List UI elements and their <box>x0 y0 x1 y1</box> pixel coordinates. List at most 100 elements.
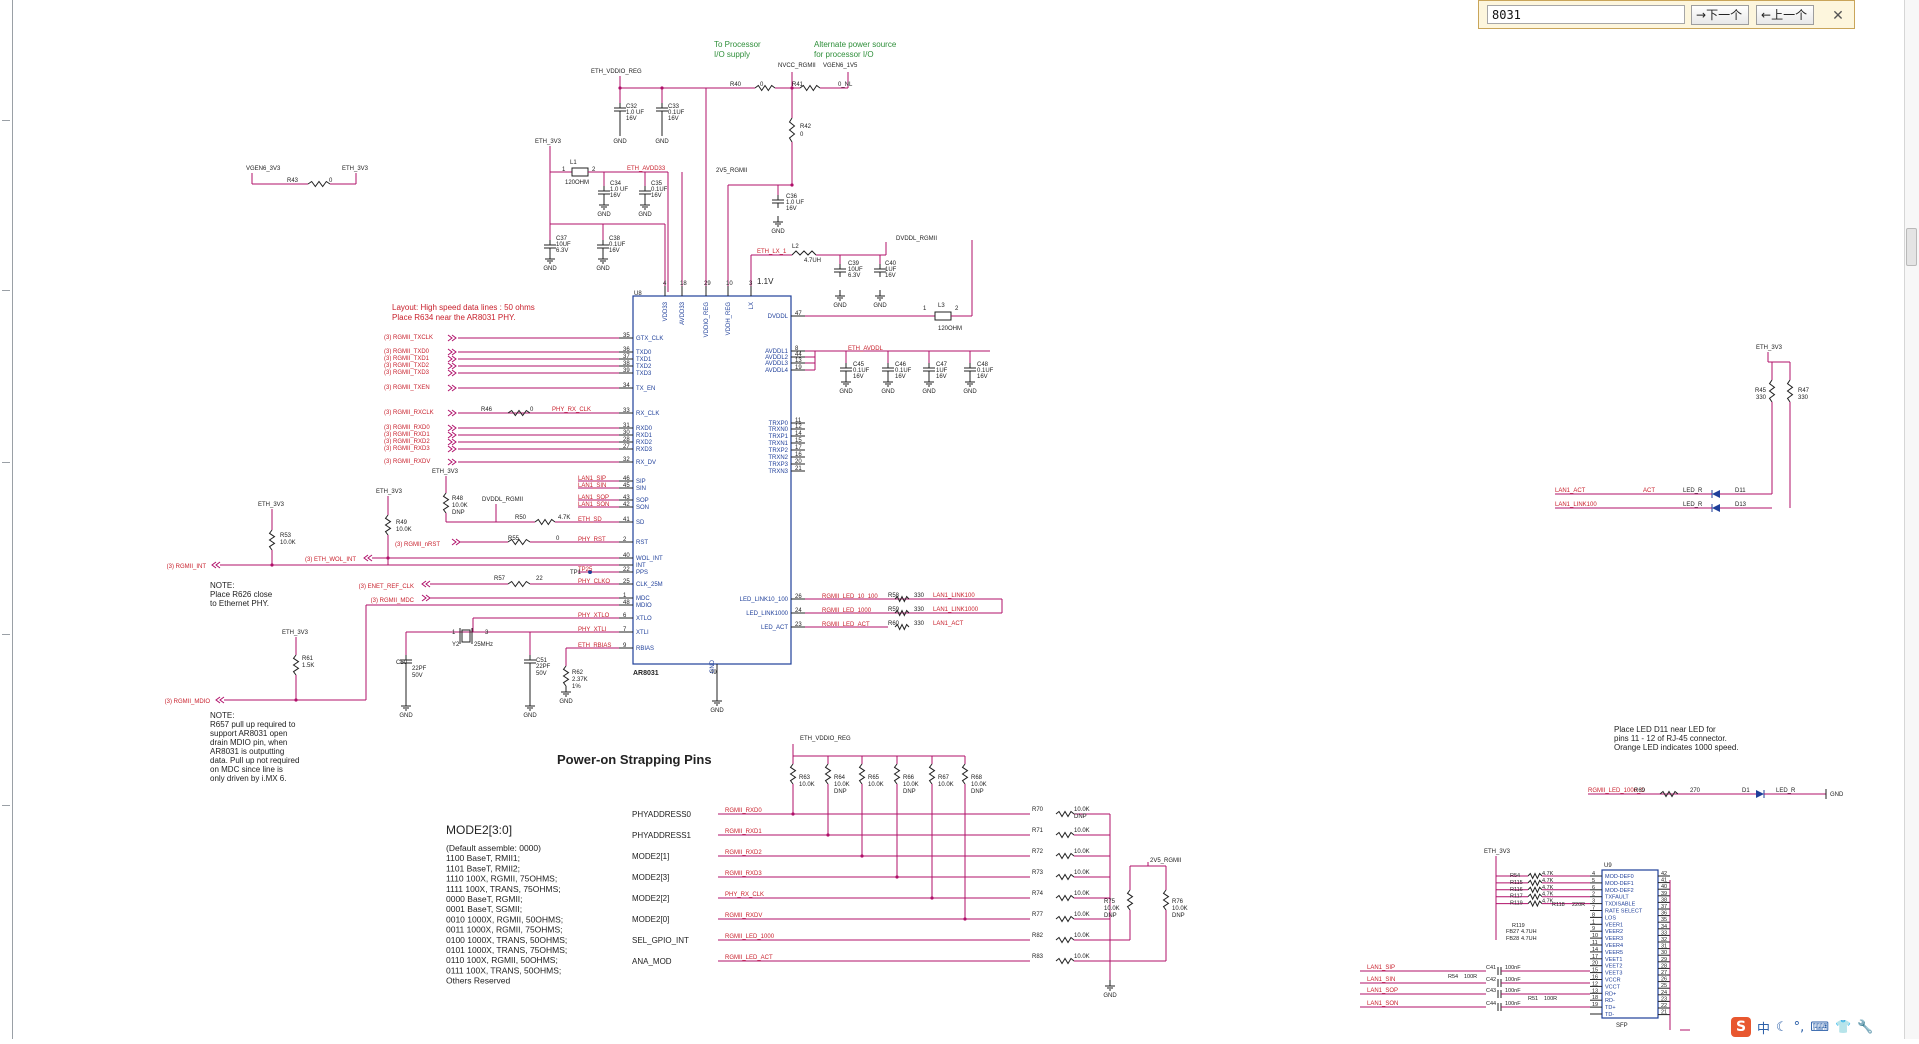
pin-number: 9 <box>1592 926 1595 932</box>
net-2v5-rgmii: 2V5_RGMII <box>716 168 748 174</box>
sfp-resistor-value: 4.7K <box>1542 878 1554 884</box>
pin-name: MOD-DEF2 <box>1605 888 1634 894</box>
port-arrow <box>447 445 453 453</box>
pin-number: 15 <box>795 438 802 444</box>
pin-number: 2 <box>623 537 627 543</box>
resistor-r51: R51 <box>1528 996 1538 1002</box>
pin-name: VDDIO_REG <box>704 302 710 338</box>
moon-icon[interactable]: ☾ <box>1776 1019 1788 1035</box>
sfp-resistor: R115 <box>1510 880 1523 886</box>
wrench-icon[interactable]: 🔧 <box>1857 1019 1874 1035</box>
pin-name: LED_ACT <box>761 625 788 631</box>
pin-number: 48 <box>623 600 630 606</box>
pin-number: 16 <box>795 452 802 458</box>
resistor-r62: R62 <box>572 670 584 676</box>
pin-number: 46 <box>623 476 630 482</box>
port-arrow <box>421 594 427 602</box>
scroll-thumb[interactable] <box>1906 228 1917 266</box>
note-alt-power: Alternate power source <box>814 40 897 49</box>
keyboard-icon[interactable]: ⌨ <box>1810 1019 1830 1035</box>
resistor-r45-value: 330 <box>1756 395 1767 401</box>
junction-dot <box>930 896 934 900</box>
find-next-button[interactable]: →下一个 <box>1691 5 1749 25</box>
resistor-r45: R45 <box>1755 388 1767 394</box>
find-input[interactable] <box>1487 5 1685 24</box>
resistor <box>1659 790 1679 798</box>
pin-number: 2 <box>1592 892 1595 898</box>
strap-resistor-dnp: DNP <box>1074 814 1087 820</box>
net-rgmii-led-10-100: RGMII_LED_10_100 <box>822 594 878 600</box>
resistor-strap-value: 10.0K <box>799 782 815 788</box>
cap-label: C48 <box>977 362 989 368</box>
note-r657: AR8031 is outputting <box>210 747 284 756</box>
pin-number: 33 <box>1661 930 1667 936</box>
cap-label: C46 <box>895 362 907 368</box>
pin-name: AVDDL4 <box>765 368 789 374</box>
find-prev-button[interactable]: ←上一个 <box>1756 5 1814 25</box>
sfp-cap: C44 <box>1486 1001 1496 1007</box>
gnd-label: GND <box>873 303 887 309</box>
note-r657: drain MDIO pin, when <box>210 738 287 747</box>
resistor-strap-pullup: R65 <box>868 775 880 781</box>
close-icon[interactable]: ✕ <box>1832 7 1844 23</box>
resistor-r57: R57 <box>494 576 506 582</box>
cap-rating: 16V <box>853 374 864 380</box>
cap-c33: C33 <box>668 104 680 110</box>
mode-line: 1101 BaseT, RMII2; <box>446 863 520 873</box>
punctuation-icon[interactable]: °, <box>1793 1019 1805 1035</box>
cap-c39: C39 <box>848 261 860 267</box>
strap-resistor-value: 10.0K <box>1074 849 1090 855</box>
resistor <box>789 763 797 785</box>
chip-core-voltage: 1.1V <box>757 277 774 286</box>
resistor-strap-pullup: R63 <box>799 775 811 781</box>
net-2v5-rgmii: 2V5_RGMII <box>1150 858 1182 864</box>
strap-pin-label: ANA_MOD <box>632 957 672 966</box>
pin-number: 1 <box>623 593 627 599</box>
net-act: ACT <box>1643 488 1655 494</box>
pin-number: 14 <box>1592 947 1598 953</box>
resistor-r48-value: 10.0K <box>452 503 468 509</box>
gnd-label: GND <box>922 389 936 395</box>
junction-dot <box>791 812 795 816</box>
pin-name: AVDD33 <box>680 301 686 325</box>
pin-number: 22 <box>623 567 630 573</box>
gnd-label: GND <box>655 139 669 145</box>
pin-number: 7 <box>1592 906 1595 912</box>
pin-name: RATE SELECT <box>1605 909 1643 915</box>
resistor-r40-value: 0 <box>760 82 764 88</box>
sfp-bead: FB28 <box>1506 936 1519 942</box>
pin-number: 39 <box>1661 891 1667 897</box>
resistor-strap-dnp: DNP <box>903 789 916 795</box>
resistor <box>292 654 300 676</box>
strap-resistor-value: 10.0K <box>1074 954 1090 960</box>
ime-chinese-mode[interactable]: 中 <box>1757 1021 1771 1037</box>
pin-number: 41 <box>623 517 630 523</box>
cap-c39-value: 10UF <box>848 267 863 273</box>
resistor-r48-dnp: DNP <box>452 510 465 516</box>
mode-line: 1100 BaseT, RMII1; <box>446 853 520 863</box>
vertical-scrollbar[interactable] <box>1904 0 1919 1039</box>
led-label: LED_R <box>1683 488 1703 494</box>
pin-name: RXD3 <box>636 447 653 453</box>
gnd-label: GND <box>771 229 785 235</box>
sogou-logo-icon[interactable]: S <box>1731 1017 1751 1037</box>
port-arrow <box>451 409 457 417</box>
net-label: LAN1_SON <box>578 502 609 508</box>
pin-name: MDIO <box>636 603 652 609</box>
inductor-l2-label: L2 <box>792 244 799 250</box>
note-r626: to Ethernet PHY. <box>210 599 269 608</box>
net-rgmii-led-1000-o: RGMII_LED_1000_O <box>1588 788 1645 794</box>
pin-number: 31 <box>1661 944 1667 950</box>
resistor <box>1055 957 1075 965</box>
mode-line: Others Reserved <box>446 976 511 986</box>
pin-number: 21 <box>795 466 802 472</box>
inductor-l2-value: 4.7UH <box>804 258 821 264</box>
pin-number: 29 <box>1661 957 1667 963</box>
net-eth-avddl: ETH_AVDDL <box>848 346 884 352</box>
pin-number: 42 <box>1661 871 1667 877</box>
skin-icon[interactable]: 👕 <box>1835 1019 1852 1035</box>
cap-c38-rating: 16V <box>609 248 620 254</box>
port-arrow <box>451 538 457 546</box>
pin-name: WOL_INT <box>636 556 663 562</box>
